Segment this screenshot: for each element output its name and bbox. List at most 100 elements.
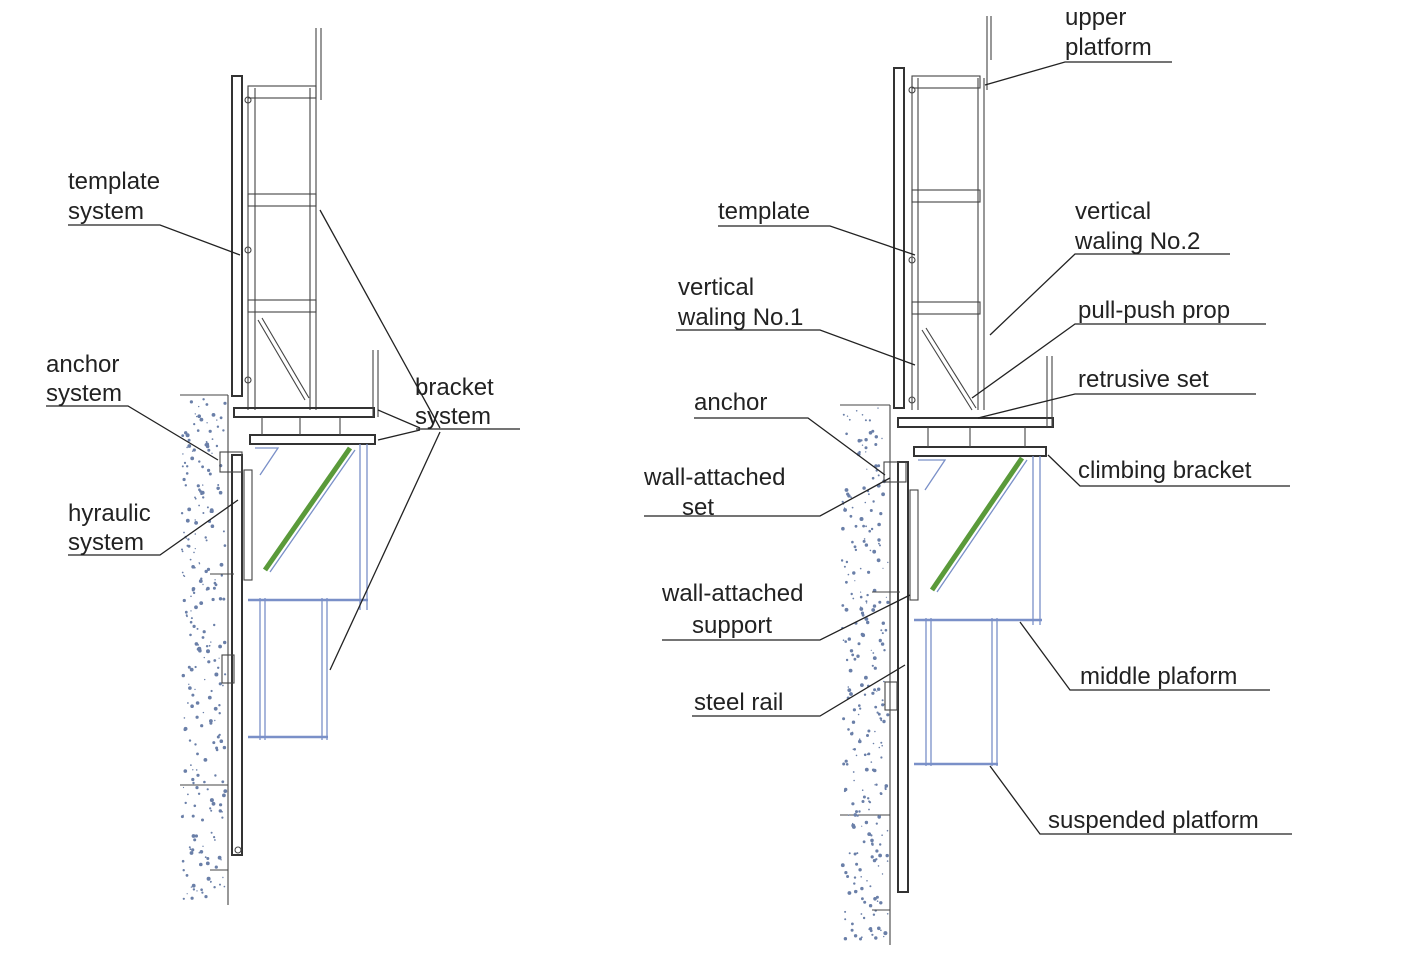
aggregate-speck xyxy=(874,730,876,733)
aggregate-speck xyxy=(200,492,203,496)
aggregate-speck xyxy=(868,529,871,533)
aggregate-speck xyxy=(202,845,204,847)
aggregate-speck xyxy=(871,476,875,480)
aggregate-speck xyxy=(205,441,208,443)
aggregate-speck xyxy=(851,731,854,734)
aggregate-speck xyxy=(218,704,221,707)
aggregate-speck xyxy=(202,512,205,514)
aggregate-speck xyxy=(853,882,856,885)
aggregate-speck xyxy=(870,761,873,763)
aggregate-speck xyxy=(881,621,885,625)
aggregate-speck xyxy=(197,646,202,651)
aggregate-speck xyxy=(862,539,866,543)
aggregate-speck xyxy=(872,656,877,660)
aggregate-speck xyxy=(213,706,218,711)
left-template-system-drawing xyxy=(231,28,322,410)
aggregate-speck xyxy=(217,855,222,860)
aggregate-speck xyxy=(866,620,870,625)
aggregate-speck xyxy=(870,838,874,843)
right-view: upper platform template vertical waling … xyxy=(643,4,1292,945)
right-leader-lines xyxy=(644,61,1292,835)
aggregate-speck xyxy=(844,759,848,763)
aggregate-speck xyxy=(194,548,196,550)
aggregate-speck xyxy=(878,542,880,545)
aggregate-speck xyxy=(860,913,863,915)
aggregate-speck xyxy=(887,561,889,564)
aggregate-speck xyxy=(873,897,877,901)
aggregate-speck xyxy=(858,704,861,707)
aggregate-speck xyxy=(188,739,192,742)
aggregate-speck xyxy=(847,814,850,816)
aggregate-speck xyxy=(876,711,879,714)
aggregate-speck xyxy=(857,642,861,646)
aggregate-speck xyxy=(850,928,854,932)
label-upper-platform-1: upper xyxy=(1065,4,1126,31)
aggregate-speck xyxy=(845,580,848,584)
aggregate-speck xyxy=(182,598,186,603)
aggregate-speck xyxy=(209,807,212,810)
aggregate-speck xyxy=(880,756,883,759)
aggregate-speck xyxy=(191,834,196,838)
aggregate-speck xyxy=(190,617,193,620)
aggregate-speck xyxy=(190,456,195,461)
aggregate-speck xyxy=(192,591,196,595)
label-climbing-bracket: climbing bracket xyxy=(1078,457,1252,484)
aggregate-speck xyxy=(222,530,225,533)
left-wall-aggregate xyxy=(180,398,228,900)
aggregate-speck xyxy=(210,809,213,812)
aggregate-speck xyxy=(843,789,847,793)
aggregate-speck xyxy=(867,570,871,574)
aggregate-speck xyxy=(860,876,862,878)
aggregate-speck xyxy=(843,507,846,509)
label-suspended-platform: suspended platform xyxy=(1048,807,1259,834)
aggregate-speck xyxy=(208,429,212,433)
aggregate-speck xyxy=(854,580,856,582)
aggregate-speck xyxy=(862,795,866,799)
aggregate-speck xyxy=(852,571,856,575)
aggregate-speck xyxy=(219,883,221,886)
aggregate-speck xyxy=(218,657,220,659)
aggregate-speck xyxy=(883,703,885,706)
aggregate-speck xyxy=(217,484,220,486)
aggregate-speck xyxy=(842,762,846,766)
aggregate-speck xyxy=(196,890,198,892)
aggregate-speck xyxy=(869,885,872,888)
label-wall-attached-set-2: set xyxy=(682,494,714,521)
aggregate-speck xyxy=(866,468,868,470)
aggregate-speck xyxy=(855,862,859,866)
aggregate-speck xyxy=(189,400,193,404)
aggregate-speck xyxy=(214,672,219,677)
aggregate-speck xyxy=(196,773,200,777)
aggregate-speck xyxy=(879,843,882,846)
aggregate-speck xyxy=(876,558,881,563)
aggregate-speck xyxy=(863,753,867,757)
aggregate-speck xyxy=(194,834,198,838)
aggregate-speck xyxy=(223,401,227,405)
aggregate-speck xyxy=(852,822,854,825)
aggregate-speck xyxy=(191,450,194,452)
aggregate-speck xyxy=(881,834,883,836)
aggregate-speck xyxy=(883,935,885,938)
aggregate-speck xyxy=(876,690,878,692)
aggregate-speck xyxy=(196,429,200,432)
aggregate-speck xyxy=(877,407,879,409)
aggregate-speck xyxy=(181,571,184,574)
aggregate-speck xyxy=(877,522,881,527)
aggregate-speck xyxy=(190,595,192,598)
aggregate-speck xyxy=(181,465,184,468)
aggregate-speck xyxy=(192,448,196,452)
aggregate-speck xyxy=(851,802,855,806)
aggregate-speck xyxy=(198,504,201,507)
aggregate-speck xyxy=(213,623,216,627)
aggregate-speck xyxy=(190,886,193,888)
aggregate-speck xyxy=(182,786,185,789)
aggregate-speck xyxy=(872,652,875,654)
aggregate-speck xyxy=(878,746,881,749)
aggregate-speck xyxy=(205,645,209,648)
aggregate-speck xyxy=(877,464,881,468)
aggregate-speck xyxy=(206,506,209,509)
aggregate-speck xyxy=(224,673,227,676)
aggregate-speck xyxy=(181,859,185,863)
aggregate-speck xyxy=(846,875,850,878)
aggregate-speck xyxy=(878,853,882,858)
